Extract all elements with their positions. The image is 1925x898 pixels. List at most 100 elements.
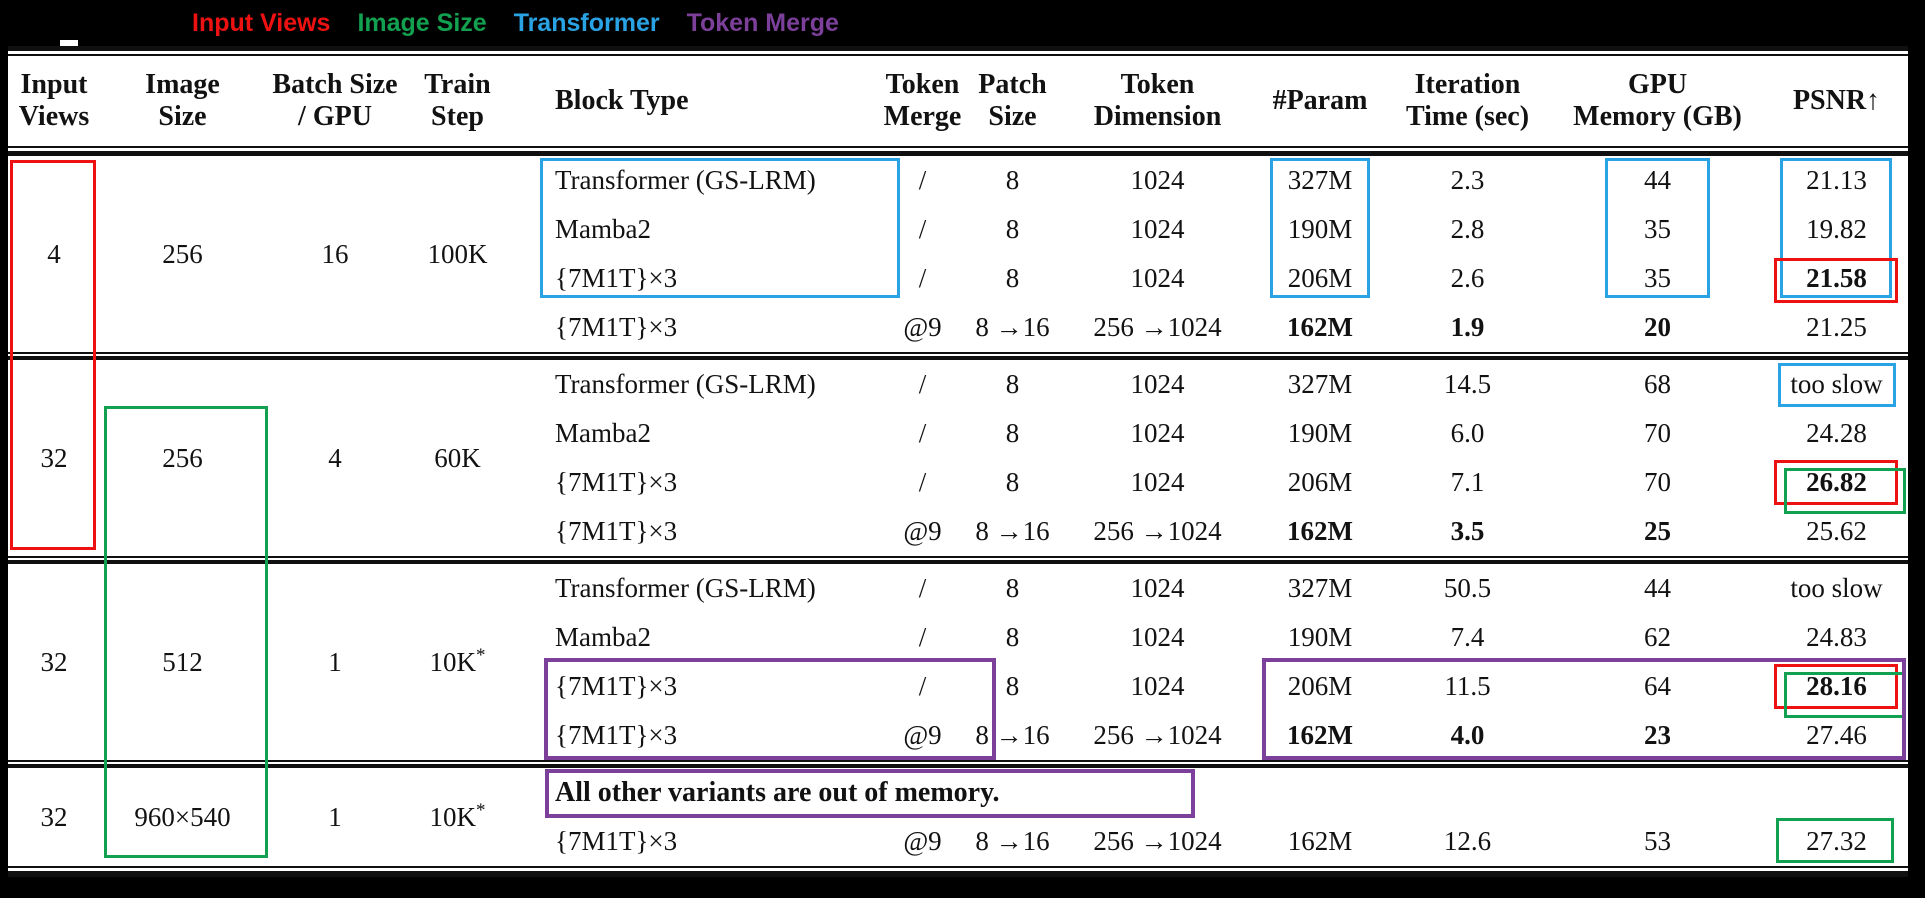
rule-line	[8, 54, 1908, 56]
cell-psnr: 26.82	[1806, 467, 1867, 497]
cell-gpu-memory: 25	[1644, 516, 1671, 546]
cell-gpu-memory: 62	[1644, 622, 1671, 652]
cell-param: 327M	[1287, 573, 1353, 603]
cell-gpu-memory: 20	[1644, 312, 1671, 342]
rule-line	[8, 356, 1908, 360]
column-header-patch-size: Patch Size	[978, 69, 1047, 132]
cell-image-size: 256	[162, 442, 203, 473]
cell-token-dimension: 1024	[1130, 671, 1185, 701]
cell-param: 206M	[1287, 263, 1353, 293]
cell-token-dimension: 1024	[1130, 263, 1185, 293]
cell-iteration-time: 2.3	[1450, 165, 1485, 195]
table-top-rule-cell	[8, 46, 1908, 56]
cell-param: 162M	[1287, 826, 1353, 856]
cell-block-type: {7M1T}×3	[555, 720, 678, 750]
cell-token-dimension: 1024	[1130, 418, 1185, 448]
cell-patch-size: 8	[1005, 467, 1020, 497]
column-header-image-size: Image Size	[145, 69, 220, 132]
cell-iteration-time: 4.0	[1450, 720, 1485, 750]
cell-token-dimension: 256 →1024	[1093, 516, 1222, 546]
cell-patch-size: 8	[1005, 671, 1020, 701]
rule-line	[8, 871, 1908, 877]
cell-patch-size: 8	[1005, 263, 1020, 293]
cell-gpu-memory: 44	[1644, 165, 1671, 195]
cell-psnr: 24.83	[1806, 622, 1867, 652]
cell-token-merge: /	[918, 622, 927, 652]
rule-line	[8, 146, 1908, 148]
cell-token-dimension: 256 →1024	[1093, 720, 1222, 750]
cell-token-dimension: 1024	[1130, 622, 1185, 652]
cell-gpu-memory: 23	[1644, 720, 1671, 750]
rule-line	[8, 46, 1908, 51]
cell-token-merge: /	[918, 214, 927, 244]
cell-iteration-time: 7.4	[1450, 622, 1485, 652]
cell-patch-size: 8	[1005, 622, 1020, 652]
cell-batch-size-per-gpu: 1	[328, 801, 342, 832]
table-bottom-rule	[8, 866, 1908, 877]
cell-psnr: 19.82	[1806, 214, 1867, 244]
cell-iteration-time: 14.5	[1443, 369, 1492, 399]
cell-token-dimension: 1024	[1130, 573, 1185, 603]
cell-block-type: Transformer (GS-LRM)	[555, 573, 816, 603]
group-separator-rule	[8, 352, 1908, 360]
rule-line	[8, 151, 1908, 156]
cell-token-dimension: 256 →1024	[1093, 312, 1222, 342]
cell-block-type: {7M1T}×3	[555, 263, 678, 293]
column-header-train-step: Train Step	[424, 69, 491, 132]
cell-iteration-time: 11.5	[1444, 671, 1491, 701]
cell-gpu-memory: 53	[1644, 826, 1671, 856]
cell-psnr: 27.32	[1806, 826, 1867, 856]
cell-train-step: 10K*	[429, 799, 486, 832]
cell-param: 190M	[1287, 214, 1353, 244]
header-bottom-rule-cell	[8, 146, 1908, 156]
column-header-psnr: PSNR↑	[1792, 85, 1881, 117]
cell-token-merge: /	[918, 467, 927, 497]
cell-image-size: 960×540	[134, 801, 231, 832]
legend-item: Input Views	[192, 8, 331, 37]
cell-gpu-memory: 35	[1644, 214, 1671, 244]
cell-token-merge: @9	[903, 826, 942, 856]
cell-gpu-memory: 35	[1644, 263, 1671, 293]
cell-token-merge: @9	[903, 720, 942, 750]
cell-batch-size-per-gpu: 16	[321, 238, 349, 269]
cell-block-type: Transformer (GS-LRM)	[555, 165, 816, 195]
legend-item: Token Merge	[686, 8, 839, 37]
cell-param: 327M	[1287, 165, 1353, 195]
legend-item: Image Size	[357, 8, 487, 37]
cell-gpu-memory: 68	[1644, 369, 1671, 399]
train-step-asterisk: *	[476, 644, 486, 666]
column-header-token-merge: Token Merge	[883, 69, 962, 132]
cell-psnr: 24.28	[1806, 418, 1867, 448]
cell-block-type: Mamba2	[555, 214, 651, 244]
cell-patch-size: 8 →16	[975, 826, 1050, 856]
column-header-batch-size-per-gpu: Batch Size / GPU	[272, 69, 398, 132]
cell-block-type: {7M1T}×3	[555, 312, 678, 342]
table-top-rule	[8, 46, 1908, 56]
cell-gpu-memory: 44	[1644, 573, 1671, 603]
train-step-asterisk: *	[476, 799, 486, 821]
cell-batch-size-per-gpu: 1	[328, 646, 342, 677]
cell-psnr: 28.16	[1806, 671, 1867, 701]
cell-patch-size: 8	[1005, 165, 1020, 195]
cell-patch-size: 8	[1005, 573, 1020, 603]
cell-param: 206M	[1287, 671, 1353, 701]
cell-param: 206M	[1287, 467, 1353, 497]
group-separator-rule-cell	[8, 352, 1908, 360]
cell-param: 162M	[1287, 720, 1353, 750]
cell-block-type: Transformer (GS-LRM)	[555, 369, 816, 399]
cell-psnr: 25.62	[1806, 516, 1867, 546]
cell-token-dimension: 256 →1024	[1093, 826, 1222, 856]
cell-train-step: 10K*	[429, 644, 486, 677]
cell-gpu-memory: 70	[1644, 418, 1671, 448]
cell-param: 162M	[1287, 312, 1353, 342]
cell-block-type: Mamba2	[555, 622, 651, 652]
